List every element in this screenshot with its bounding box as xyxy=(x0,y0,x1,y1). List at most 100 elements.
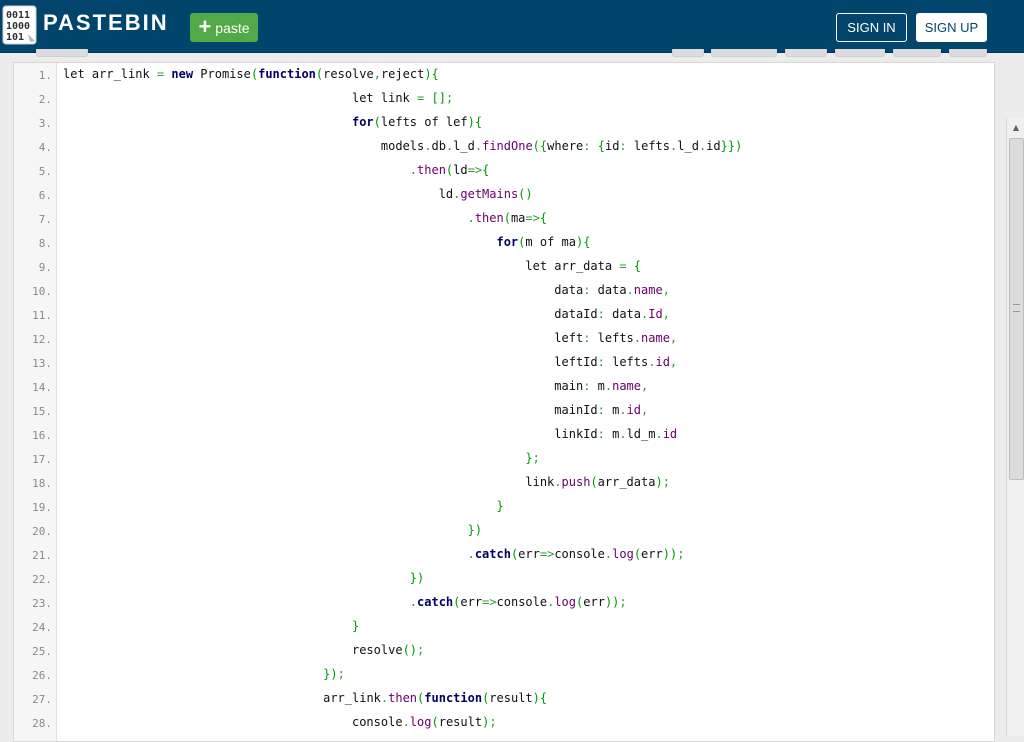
code-token: . xyxy=(604,547,613,561)
code-token: ( xyxy=(373,115,381,129)
code-text: models.db.l_d.findOne({where: {id: lefts… xyxy=(63,139,742,153)
code-token: ld xyxy=(453,163,468,177)
code-token: , xyxy=(641,403,649,417)
line-number: 22. xyxy=(32,573,52,586)
code-token: } xyxy=(323,667,331,681)
new-paste-button[interactable]: + paste xyxy=(190,13,258,42)
code-line: 13. leftId: lefts.id, xyxy=(14,351,994,375)
code-line: 14. main: m.name, xyxy=(14,375,994,399)
code-token: id xyxy=(662,427,678,441)
code-text: left: lefts.name, xyxy=(63,331,677,345)
code-token: { xyxy=(539,211,548,225)
toolbar-button-left[interactable] xyxy=(36,49,88,57)
logo-text[interactable]: PASTEBIN xyxy=(43,10,169,35)
binary-code-logo-icon[interactable]: 0011 1000 101 xyxy=(2,4,38,46)
code-token: { xyxy=(482,163,490,177)
code-token: ) xyxy=(424,67,432,81)
code-token: for xyxy=(496,235,519,249)
code-token: m of ma xyxy=(525,235,576,249)
sign-in-button[interactable]: SIGN IN xyxy=(836,13,907,42)
code-text: }; xyxy=(63,451,539,465)
code-line: 23. .catch(err=>console.log(err)); xyxy=(14,591,994,615)
code-token: : xyxy=(597,403,605,417)
code-token: ) xyxy=(655,475,663,489)
code-line: 24. } xyxy=(14,615,994,639)
code-token: models xyxy=(380,139,425,153)
code-token xyxy=(591,139,598,153)
code-token: ( xyxy=(482,691,490,705)
code-token: : xyxy=(583,331,591,345)
code-token: lefts xyxy=(626,139,671,153)
toolbar-button-6[interactable] xyxy=(949,49,987,57)
code-token: err xyxy=(518,547,540,561)
line-number: 8. xyxy=(38,237,52,250)
code-token: } xyxy=(525,451,533,465)
code-token: linkId xyxy=(554,427,598,441)
line-number: 27. xyxy=(32,693,52,706)
vertical-scrollbar[interactable]: ▲ xyxy=(1006,118,1024,736)
toolbar-button-5[interactable] xyxy=(893,49,941,57)
code-token: { xyxy=(539,691,548,705)
code-token: = xyxy=(417,91,425,105)
line-number: 26. xyxy=(32,669,52,682)
code-token: m xyxy=(604,403,620,417)
toolbar-button-2[interactable] xyxy=(711,49,777,57)
toolbar-button-3[interactable] xyxy=(785,49,827,57)
code-line: 18. link.push(arr_data); xyxy=(14,471,994,495)
code-token: lefts of lef xyxy=(380,115,468,129)
code-token: db xyxy=(431,139,446,153)
line-number: 20. xyxy=(32,525,52,538)
code-token: ( xyxy=(445,163,454,177)
code-text: .then(ma=>{ xyxy=(63,211,548,225)
code-line: 11. dataId: data.Id, xyxy=(14,303,994,327)
code-token: : xyxy=(583,139,591,153)
code-token: ( xyxy=(431,715,439,729)
code-token xyxy=(627,259,634,273)
code-line: 16. linkId: m.ld_m.id xyxy=(14,423,994,447)
code-token: function xyxy=(424,691,483,705)
code-token: ( xyxy=(633,547,642,561)
code-token: { xyxy=(597,139,605,153)
code-token: name xyxy=(641,331,670,345)
code-token: . xyxy=(424,139,432,153)
code-token: , xyxy=(662,307,670,321)
code-line: 8. for(m of ma){ xyxy=(14,231,994,255)
code-line: 3. for(lefts of lef){ xyxy=(14,111,994,135)
code-token: for xyxy=(351,115,374,129)
code-token: ( xyxy=(250,67,259,81)
line-number: 10. xyxy=(32,285,52,298)
code-token: . xyxy=(409,595,418,609)
code-token: id xyxy=(604,139,620,153)
line-number: 14. xyxy=(32,381,52,394)
code-token: ( xyxy=(453,595,461,609)
code-token: } xyxy=(727,139,736,153)
code-token: name xyxy=(633,283,663,297)
code-token: ( xyxy=(402,643,410,657)
sign-up-button[interactable]: SIGN UP xyxy=(916,13,987,42)
toolbar-button-1[interactable] xyxy=(672,49,704,57)
code-text: resolve(); xyxy=(63,643,424,657)
code-token: , xyxy=(373,67,381,81)
scroll-up-arrow-icon[interactable]: ▲ xyxy=(1007,118,1024,136)
code-text: .catch(err=>console.log(err)); xyxy=(63,547,685,561)
code-token: log xyxy=(554,595,577,609)
line-number: 24. xyxy=(32,621,52,634)
toolbar-button-4[interactable] xyxy=(835,49,885,57)
code-token: . xyxy=(619,403,627,417)
code-viewer[interactable]: 1.let arr_link = new Promise(function(re… xyxy=(13,62,995,742)
code-token: ) xyxy=(417,571,425,585)
code-token: function xyxy=(258,67,316,81)
scrollbar-thumb[interactable] xyxy=(1009,138,1024,480)
line-number: 6. xyxy=(38,189,52,202)
code-token: id xyxy=(626,403,642,417)
code-token: . xyxy=(474,139,483,153)
scrollbar-grip-icon xyxy=(1013,304,1020,312)
code-token: push xyxy=(561,475,591,489)
code-line: 22. }) xyxy=(14,567,994,591)
code-token: } xyxy=(720,139,728,153)
code-token: where xyxy=(547,139,584,153)
code-token: ma xyxy=(510,211,526,225)
code-token: => xyxy=(539,547,555,561)
svg-text:0011: 0011 xyxy=(6,10,30,21)
code-line: 5. .then(ld=>{ xyxy=(14,159,994,183)
